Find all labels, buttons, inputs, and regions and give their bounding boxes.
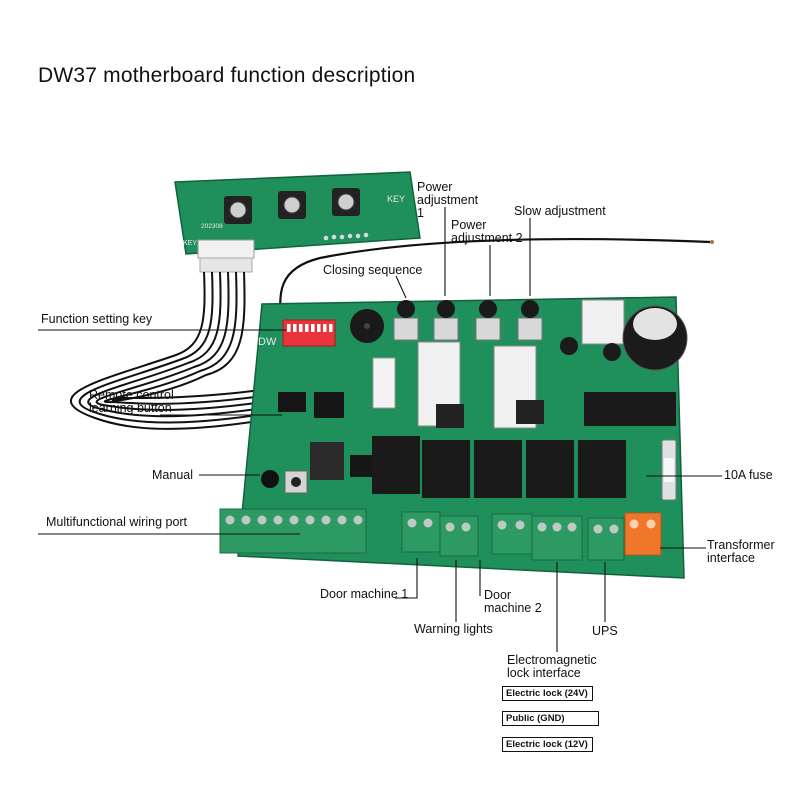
leader-lines (38, 207, 722, 652)
label-power-adjustment-1: Power adjustment 1 (417, 180, 479, 220)
potentiometers (393, 300, 543, 341)
label-ups: UPS (592, 624, 618, 638)
keypad-key-label-right: KEY (387, 194, 405, 204)
lock-terminal-24v: Electric lock (24V) (502, 686, 593, 701)
label-power-adjustment-2: Power adjustment 2 (451, 218, 523, 245)
main-pcb: DW (219, 296, 688, 579)
label-multifunctional-wiring-port: Multifunctional wiring port (46, 515, 188, 529)
keypad-key-label-left: KEY (183, 240, 197, 247)
label-function-setting-key: Function setting key (41, 312, 153, 326)
label-manual: Manual (152, 468, 193, 482)
dip-switch (282, 319, 336, 347)
keypad-model-code: 202308 (201, 223, 223, 230)
label-remote-control-learning-button: Remote control learning button (89, 388, 174, 415)
terminal-blocks (219, 508, 662, 561)
keypad-board: 202308 KEY KEY (174, 171, 421, 273)
relays (372, 436, 626, 498)
label-door-machine-1: Door machine 1 (320, 587, 409, 601)
lock-terminal-12v: Electric lock (12V) (502, 737, 593, 752)
label-slow-adjustment: Slow adjustment (514, 204, 606, 218)
label-closing-sequence: Closing sequence (323, 263, 423, 277)
manual-knob (261, 470, 279, 488)
ribbon-cable (69, 271, 386, 430)
label-warning-lights: Warning lights (414, 622, 493, 636)
label-10a-fuse: 10A fuse (724, 468, 773, 482)
label-door-machine-2: Door machine 2 (484, 588, 542, 615)
page-title: DW37 motherboard function description (38, 64, 416, 87)
label-transformer-interface: Transformer interface (707, 538, 775, 565)
board-silk-label: DW (258, 336, 277, 348)
lock-terminal-gnd: Public (GND) (502, 711, 599, 726)
label-electromagnetic-lock-interface: Electromagnetic lock interface (507, 653, 597, 680)
